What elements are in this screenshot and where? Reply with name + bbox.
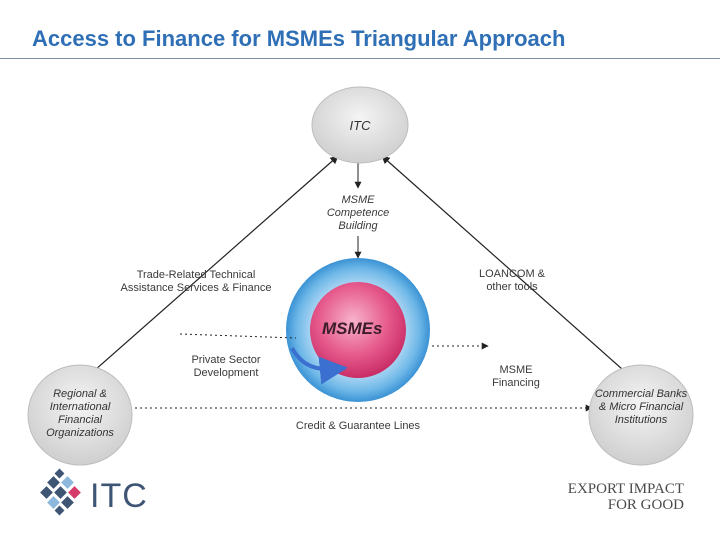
label-loancom: LOANCOM & other tools bbox=[478, 268, 545, 293]
tagline-line1: EXPORT IMPACT bbox=[567, 481, 684, 497]
right-node bbox=[588, 364, 694, 466]
left-node bbox=[27, 364, 133, 466]
dotted-left-center bbox=[179, 333, 297, 339]
inner-circle bbox=[310, 282, 406, 378]
label-competence: MSME Competence Building bbox=[326, 194, 390, 232]
label-technical: Trade-Related Technical Assistance Servi… bbox=[120, 269, 272, 294]
edge-itc-right bbox=[381, 155, 641, 386]
tagline-line2: FOR GOOD bbox=[607, 497, 684, 513]
msmes-center-label: MSMEs bbox=[322, 319, 383, 338]
node-itc-label: ITC bbox=[349, 118, 371, 133]
page-title: Access to Finance for MSMEs Triangular A… bbox=[32, 26, 566, 51]
label-msme-financing: MSME Financing bbox=[492, 364, 540, 389]
title-divider bbox=[0, 58, 720, 59]
itc-logo-mark bbox=[40, 468, 81, 516]
edge-itc-left bbox=[77, 155, 339, 386]
node-regional-label: Regional & International Financial Organ… bbox=[46, 388, 114, 439]
node-banks-label: Commercial Banks & Micro Financial Insti… bbox=[594, 388, 688, 426]
export-impact-tagline: EXPORT IMPACT FOR GOOD bbox=[568, 481, 684, 513]
label-credit-lines: Credit & Guarantee Lines bbox=[295, 420, 421, 432]
itc-node bbox=[311, 86, 409, 164]
curved-flow-arrow bbox=[290, 346, 348, 385]
itc-logo-text: ITC bbox=[90, 477, 148, 515]
label-private-sector: Private Sector Development bbox=[191, 354, 261, 379]
